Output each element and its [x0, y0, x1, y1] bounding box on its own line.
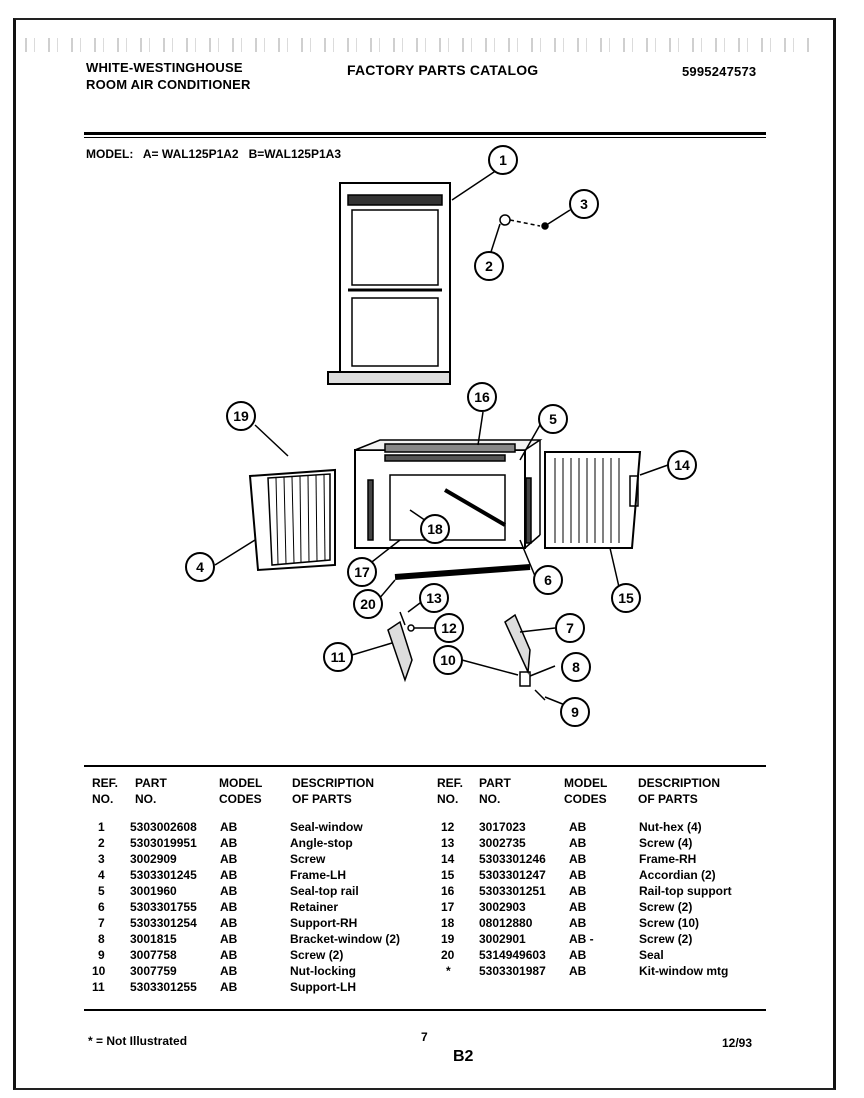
- svg-text:6: 6: [544, 572, 552, 588]
- scan-artifact: [25, 38, 815, 52]
- svg-text:4: 4: [196, 559, 204, 575]
- callout-10: 10: [433, 645, 463, 675]
- callout-3: 3: [569, 189, 599, 219]
- callout-17: 17: [347, 557, 377, 587]
- header-rule: [84, 132, 766, 135]
- brand-line-1: WHITE-WESTINGHOUSE: [86, 60, 243, 75]
- svg-text:20: 20: [360, 596, 376, 612]
- svg-text:1: 1: [499, 152, 507, 168]
- svg-text:9: 9: [571, 704, 579, 720]
- revision-date: 12/93: [722, 1036, 753, 1050]
- left-frame-accordion: [248, 468, 336, 572]
- callout-1: 1: [488, 145, 518, 175]
- svg-text:13: 13: [426, 590, 442, 606]
- svg-text:2: 2: [485, 258, 493, 274]
- callout-19: 19: [226, 401, 256, 431]
- callout-6: 6: [533, 565, 563, 595]
- callout-4: 4: [185, 552, 215, 582]
- not-illustrated-note: * = Not Illustrated: [88, 1034, 188, 1048]
- header-ref-right: REF.NO.: [437, 776, 464, 806]
- callout-5: 5: [538, 404, 568, 434]
- catalog-number: 5995247573: [682, 64, 757, 79]
- callout-8: 8: [561, 652, 591, 682]
- svg-text:10: 10: [440, 652, 456, 668]
- svg-text:17: 17: [354, 564, 370, 580]
- callout-7: 7: [555, 613, 585, 643]
- svg-text:19: 19: [233, 408, 249, 424]
- table-top-rule: [84, 765, 766, 767]
- page-number: 7: [421, 1030, 428, 1044]
- header-ref: REF.NO.: [92, 776, 119, 806]
- table-bottom-rule: [84, 1009, 766, 1011]
- svg-text:12: 12: [441, 620, 457, 636]
- svg-text:15: 15: [618, 590, 634, 606]
- callout-12: 12: [434, 613, 464, 643]
- callout-2: 2: [474, 251, 504, 281]
- page-frame: [13, 18, 836, 1090]
- cabinet: [354, 439, 543, 549]
- window-assembly: [327, 167, 501, 385]
- brand-line-2: ROOM AIR CONDITIONER: [86, 77, 251, 92]
- page-code: B2: [453, 1048, 474, 1065]
- header-rule-thin: [84, 137, 766, 138]
- svg-text:18: 18: [427, 521, 443, 537]
- model-label: MODEL:: [86, 147, 134, 161]
- svg-text:8: 8: [572, 659, 580, 675]
- callout-9: 9: [560, 697, 590, 727]
- model-line: MODEL: A= WAL125P1A2 B=WAL125P1A3: [86, 147, 341, 161]
- svg-text:5: 5: [549, 411, 557, 427]
- callout-16: 16: [467, 382, 497, 412]
- exploded-parts-diagram: 1 2 3 4 5 6 7 8 9 10 11 12 13 14 15 16 1…: [185, 145, 697, 727]
- model-b: B=WAL125P1A3: [248, 147, 341, 161]
- callout-15: 15: [611, 583, 641, 613]
- svg-text:16: 16: [474, 389, 490, 405]
- callout-11: 11: [323, 642, 353, 672]
- svg-text:7: 7: [566, 620, 574, 636]
- callout-14: 14: [667, 450, 697, 480]
- svg-text:14: 14: [674, 457, 690, 473]
- callout-13: 13: [419, 583, 449, 613]
- model-a: A= WAL125P1A2: [142, 147, 239, 161]
- svg-text:3: 3: [580, 196, 588, 212]
- right-frame-accordion: [544, 451, 642, 549]
- callout-20: 20: [353, 589, 383, 619]
- catalog-title: FACTORY PARTS CATALOG: [347, 62, 539, 78]
- callout-18: 18: [420, 514, 450, 544]
- svg-text:11: 11: [331, 649, 346, 665]
